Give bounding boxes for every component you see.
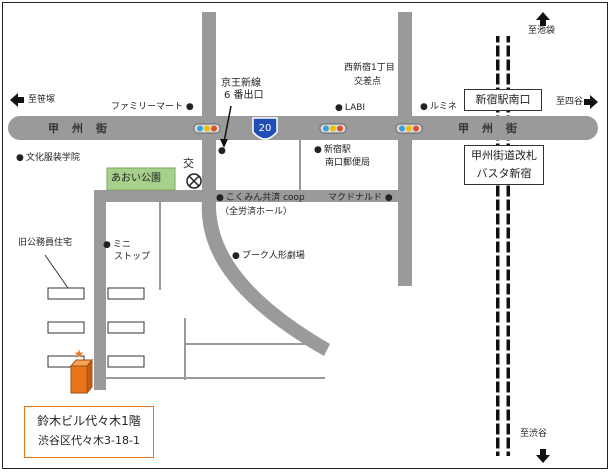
landmark-mcdonalds: マクドナルド ● [328, 193, 393, 203]
exit-label-line2: 6 番出口 [224, 90, 264, 101]
station-koshu-line2: バスタ新宿 [476, 167, 532, 180]
landmark-ministop-1: ミニ [103, 240, 131, 251]
direction-arrows [10, 12, 598, 463]
exit-arrow-icon [220, 105, 232, 148]
landmark-post-office-2: 南口郵便局 [325, 158, 371, 168]
direction-yotsuya: 至四谷 [556, 97, 584, 107]
traffic-light-icon [319, 123, 347, 134]
koban-label: 交 [183, 157, 194, 170]
landmark-ministop-2: ストップ [114, 252, 151, 262]
street-label-koshu-right: 甲 州 街 [458, 122, 518, 135]
destination-address: 渋谷区代々木3-18-1 [38, 434, 140, 447]
landmark-bunka: 文化服装学院 [16, 153, 80, 164]
landmark-puppet-theater: プーク人形劇場 [232, 251, 305, 262]
landmark-family-mart: ファミリーマート ● [111, 102, 194, 112]
direction-shibuya: 至渋谷 [520, 429, 548, 439]
traffic-light-icon [193, 123, 221, 134]
arrow-south-icon [536, 449, 550, 463]
arrow-east-icon [584, 95, 598, 109]
svg-text:20: 20 [259, 123, 272, 134]
park-label: あおい公園 [111, 173, 161, 184]
street-label-koshu: 甲 州 街 [48, 122, 108, 135]
arrow-north-icon [536, 12, 550, 26]
landmark-labi: LABI [335, 103, 365, 114]
destination-address-box: 鈴木ビル代々木1階 渋谷区代々木3-18-1 [24, 406, 154, 458]
koban-icon [186, 173, 202, 189]
housing-blocks [47, 287, 145, 368]
koshu-kaido-road [8, 116, 598, 140]
exit-label-line1: 京王新線 [221, 78, 261, 89]
station-koshu-box: 甲州街道改札 バスタ新宿 [464, 145, 544, 185]
intersection-label-line2: 交差点 [354, 77, 382, 87]
rail-stripe [499, 34, 507, 458]
route-shield-icon: 20 [252, 117, 278, 140]
curving-road [201, 200, 330, 356]
side-streets [106, 140, 325, 380]
direction-sasazuka: 至笹塚 [28, 95, 56, 105]
station-koshu-line1: 甲州街道改札 [471, 149, 537, 162]
aoi-park [106, 167, 176, 191]
old-housing-leader [44, 254, 69, 289]
destination-building-name: 鈴木ビル代々木1階 [37, 414, 141, 428]
destination-building-icon: ★ [69, 347, 94, 395]
intersection-label-line1: 西新宿1丁目 [344, 63, 395, 73]
landmark-post-office-1: 新宿駅 [314, 145, 351, 156]
road-left-north [202, 12, 216, 208]
direction-ikebukuro: 至池袋 [528, 26, 556, 36]
landmark-kokumin-2: （全労済ホール） [220, 207, 293, 217]
landmark-kokumin-1: こくみん共済 coop [216, 193, 305, 204]
road-west-vertical [94, 190, 106, 390]
traffic-light-icon [395, 123, 423, 134]
roads [8, 12, 598, 390]
landmark-old-housing: 旧公務員住宅 [18, 238, 73, 248]
landmark-lumine: ルミネ [420, 102, 457, 113]
arrow-west-icon [10, 93, 24, 107]
exit-dot-icon: ● [218, 146, 226, 156]
svg-text:★: ★ [74, 347, 85, 361]
traffic-lights [193, 123, 423, 134]
road-right-north [398, 12, 412, 286]
station-south-exit-box: 新宿駅南口 [464, 89, 542, 111]
